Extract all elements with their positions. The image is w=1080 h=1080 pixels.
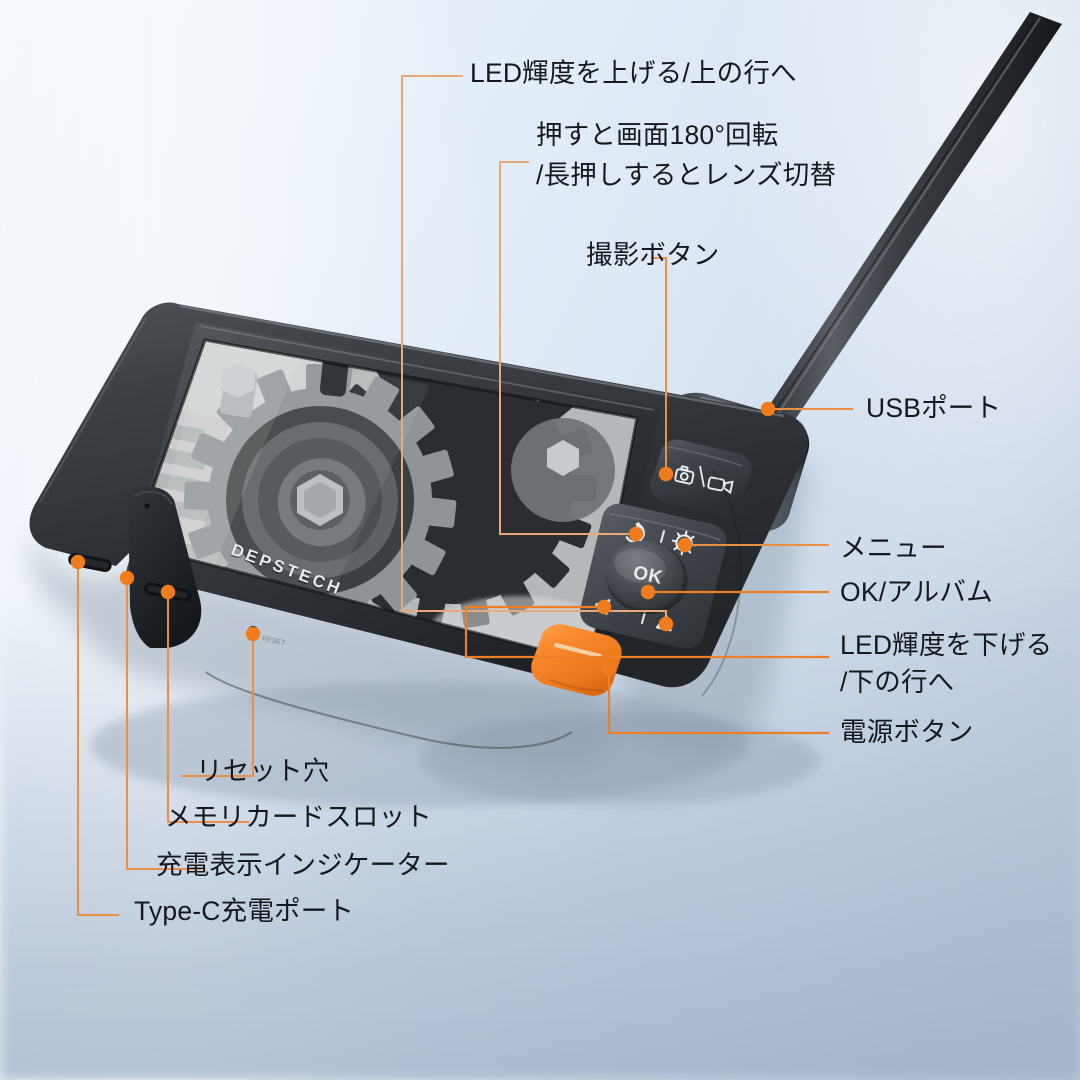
callout-label-led-up: LED輝度を上げる/上の行へ	[470, 58, 797, 88]
callout-dot-power	[601, 660, 617, 676]
callout-label-charge-indicator: 充電表示インジケーター	[156, 850, 450, 880]
callout-dot-menu	[677, 537, 693, 553]
usb-cable	[757, 12, 1062, 436]
callout-dot-rotate	[628, 526, 644, 542]
callout-label-rotate-line2: /長押しするとレンズ切替	[536, 160, 837, 190]
callout-label-shutter: 撮影ボタン	[586, 240, 720, 270]
callout-dot-led-down	[596, 599, 612, 615]
callout-dot-sd-slot	[160, 584, 176, 600]
callout-label-menu: メニュー	[840, 533, 947, 563]
callout-label-led-down-line2: /下の行へ	[840, 667, 955, 697]
callout-dot-usb	[760, 401, 776, 417]
callout-dot-ok	[640, 584, 656, 600]
power-button	[531, 624, 622, 696]
callout-label-rotate-line1: 押すと画面180°回転	[536, 120, 779, 150]
control-panel	[531, 439, 752, 696]
callout-label-sd-slot: メモリカードスロット	[165, 802, 432, 832]
callout-label-usb: USBポート	[866, 393, 1002, 423]
callout-dot-charge	[119, 570, 135, 586]
callout-label-type-c: Type-C充電ポート	[134, 896, 355, 926]
callout-label-led-down-line1: LED輝度を下げる	[840, 630, 1053, 660]
callout-dot-led-up	[658, 616, 674, 632]
callout-dot-shutter	[658, 466, 674, 482]
camera-video-button	[650, 439, 752, 516]
callout-label-reset: リセット穴	[196, 756, 330, 786]
callout-label-power: 電源ボタン	[840, 717, 974, 747]
callout-dot-reset	[245, 626, 261, 642]
callout-label-ok-album: OK/アルバム	[840, 577, 993, 607]
ok-button	[606, 540, 688, 615]
callout-dot-type-c	[70, 554, 86, 570]
kickstand	[128, 486, 202, 648]
